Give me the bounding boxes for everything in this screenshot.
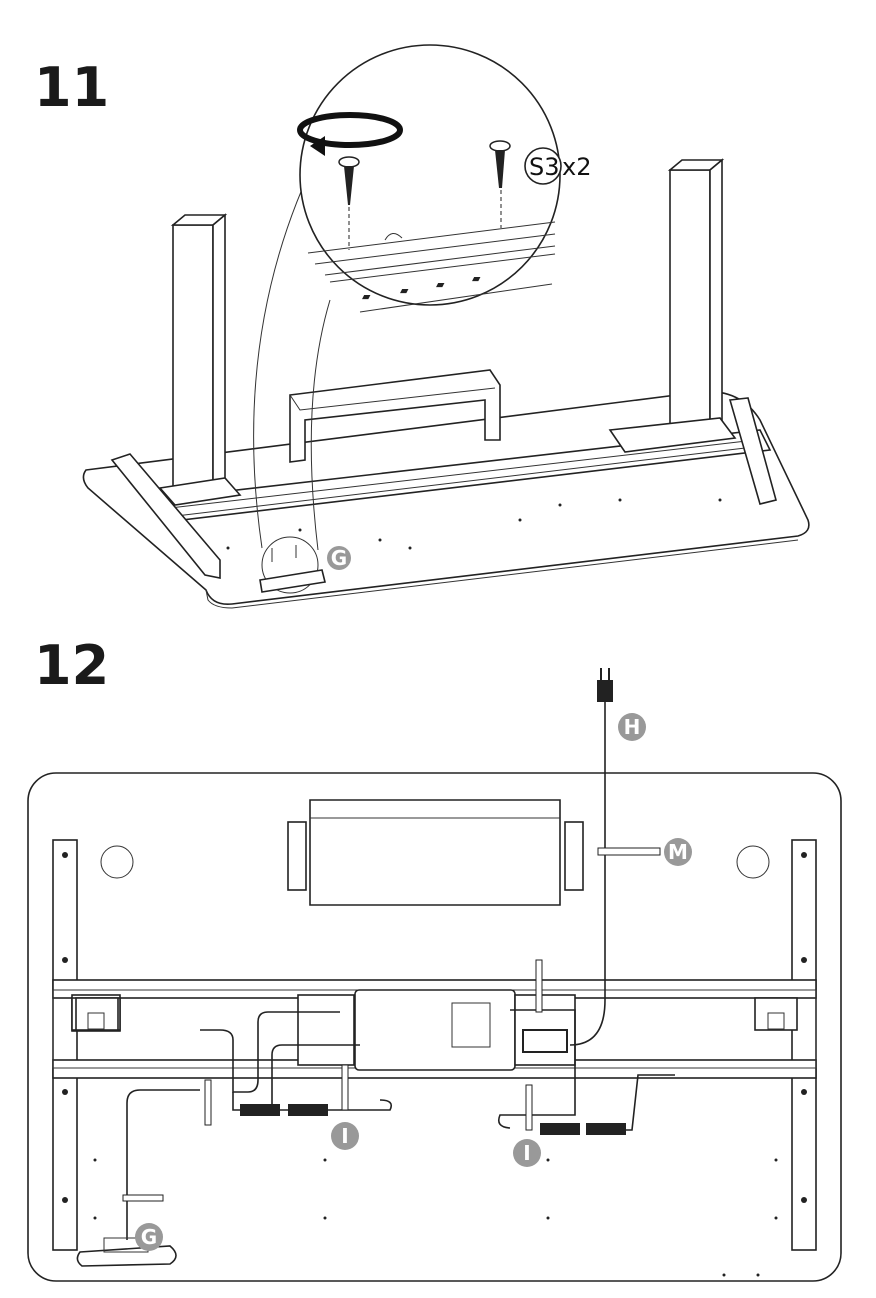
part-code-circle [524, 147, 562, 185]
desk-frame-underside-view [82, 149, 810, 609]
hardware-part-code: S3 [529, 153, 560, 181]
svg-text:▰: ▰ [400, 284, 409, 297]
step-number-12: 12 [34, 634, 109, 697]
part-label-g: G [135, 1223, 163, 1251]
step-number-11: 11 [34, 56, 109, 119]
svg-text:I: I [341, 1124, 348, 1148]
screw-icon [338, 156, 360, 250]
svg-text:▰: ▰ [362, 290, 371, 303]
screw-detail-callout: ▰ ▰ ▰ ▰ [297, 44, 561, 313]
part-label-i: I [513, 1139, 541, 1167]
rotate-counterclockwise-icon [297, 112, 403, 156]
desk-top-view [27, 668, 842, 1282]
part-label-g: G [327, 546, 351, 570]
hardware-quantity: x2 [562, 153, 591, 181]
part-label-h: H [618, 713, 646, 741]
svg-text:▰: ▰ [472, 272, 481, 285]
screw-icon [489, 140, 511, 228]
svg-text:G: G [141, 1225, 157, 1249]
svg-text:I: I [523, 1141, 530, 1165]
svg-text:G: G [331, 546, 347, 570]
svg-text:H: H [624, 715, 641, 739]
svg-text:M: M [668, 840, 688, 864]
part-label-i: I [331, 1122, 359, 1150]
svg-text:▰: ▰ [436, 278, 445, 291]
part-label-m: M [664, 838, 692, 866]
